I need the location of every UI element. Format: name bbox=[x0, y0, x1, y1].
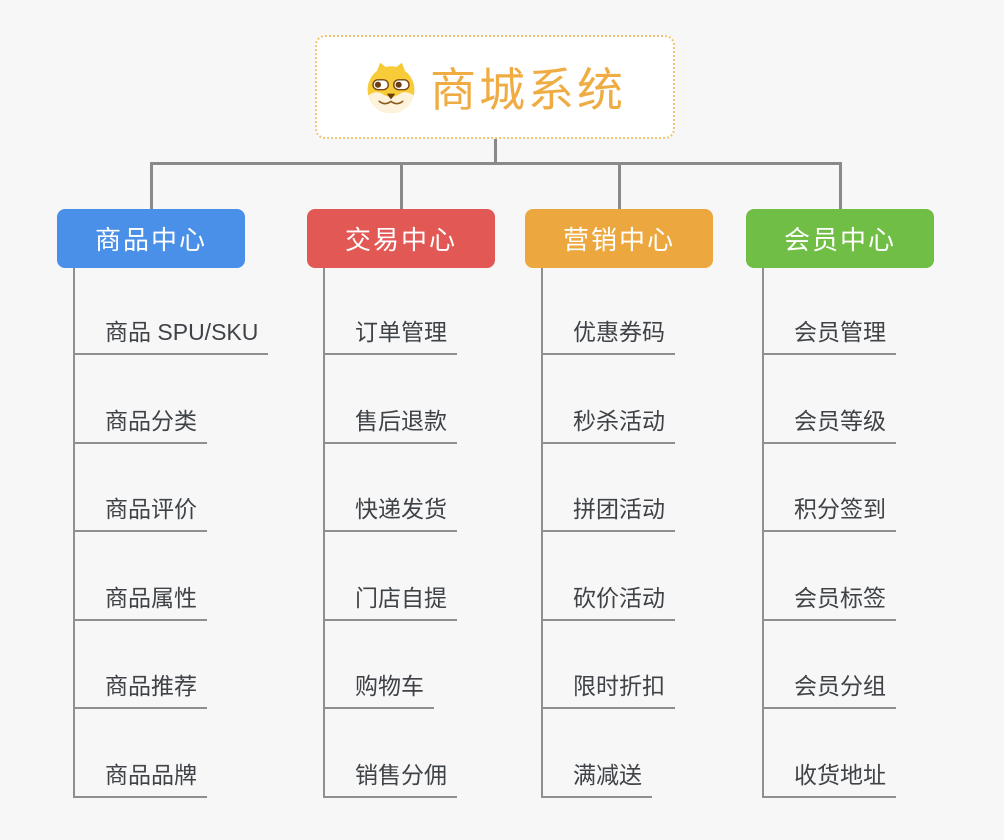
connector-horizontal bbox=[149, 162, 842, 165]
leaf-node-1-4[interactable]: 购物车 bbox=[323, 671, 434, 709]
leaf-node-3-3[interactable]: 会员标签 bbox=[762, 583, 896, 621]
leaf-node-3-0[interactable]: 会员管理 bbox=[762, 317, 896, 355]
leaf-node-0-0[interactable]: 商品 SPU/SKU bbox=[73, 317, 269, 355]
branch-label: 交易中心 bbox=[344, 225, 457, 255]
branch-node-0[interactable]: 商品中心 bbox=[57, 209, 245, 268]
leaf-node-3-4[interactable]: 会员分组 bbox=[762, 671, 896, 709]
leaf-node-1-1[interactable]: 售后退款 bbox=[323, 406, 457, 444]
branch-label: 商品中心 bbox=[94, 225, 207, 255]
leaf-node-1-0[interactable]: 订单管理 bbox=[323, 317, 457, 355]
leaf-node-2-2[interactable]: 拼团活动 bbox=[541, 494, 675, 532]
leaf-node-0-4[interactable]: 商品推荐 bbox=[73, 671, 207, 709]
trunk-line-2 bbox=[541, 268, 543, 798]
leaf-node-0-3[interactable]: 商品属性 bbox=[73, 583, 207, 621]
doge-icon bbox=[367, 62, 415, 114]
leaf-node-3-5[interactable]: 收货地址 bbox=[762, 760, 896, 798]
connector-drop-1 bbox=[399, 162, 403, 209]
branch-node-2[interactable]: 营销中心 bbox=[525, 209, 713, 268]
connector-drop-0 bbox=[149, 162, 153, 209]
branch-label: 会员中心 bbox=[783, 225, 896, 255]
leaf-node-3-2[interactable]: 积分签到 bbox=[762, 494, 896, 532]
leaf-node-3-1[interactable]: 会员等级 bbox=[762, 406, 896, 444]
branch-node-1[interactable]: 交易中心 bbox=[307, 209, 495, 268]
trunk-line-1 bbox=[323, 268, 325, 798]
trunk-line-3 bbox=[762, 268, 764, 798]
branch-label: 营销中心 bbox=[562, 225, 675, 255]
connector-drop-3 bbox=[838, 162, 842, 209]
leaf-node-1-5[interactable]: 销售分佣 bbox=[323, 760, 457, 798]
leaf-node-2-4[interactable]: 限时折扣 bbox=[541, 671, 675, 709]
root-node[interactable]: 商城系统 bbox=[315, 35, 675, 139]
root-title: 商城系统 bbox=[430, 64, 626, 116]
leaf-node-1-3[interactable]: 门店自提 bbox=[323, 583, 457, 621]
leaf-node-0-2[interactable]: 商品评价 bbox=[73, 494, 207, 532]
leaf-node-2-0[interactable]: 优惠券码 bbox=[541, 317, 675, 355]
branch-node-3[interactable]: 会员中心 bbox=[746, 209, 934, 268]
leaf-node-2-3[interactable]: 砍价活动 bbox=[541, 583, 675, 621]
trunk-line-0 bbox=[73, 268, 75, 798]
leaf-node-1-2[interactable]: 快递发货 bbox=[323, 494, 457, 532]
leaf-node-2-5[interactable]: 满减送 bbox=[541, 760, 652, 798]
connector-drop-2 bbox=[617, 162, 621, 209]
connector-root-stem bbox=[493, 139, 497, 165]
leaf-node-0-1[interactable]: 商品分类 bbox=[73, 406, 207, 444]
leaf-node-2-1[interactable]: 秒杀活动 bbox=[541, 406, 675, 444]
leaf-node-0-5[interactable]: 商品品牌 bbox=[73, 760, 207, 798]
